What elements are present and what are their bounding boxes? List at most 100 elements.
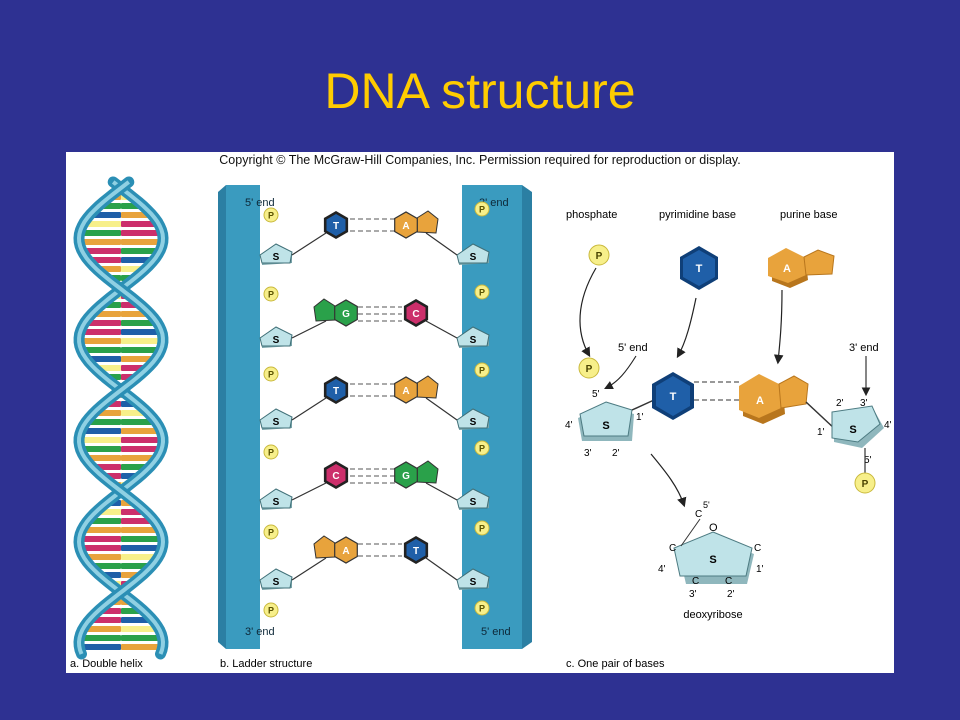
- svg-text:S: S: [709, 554, 716, 566]
- base-a-ring6: [334, 536, 358, 564]
- deoxyribose-c5-label: 5': [703, 500, 710, 510]
- ladder-left-phosphate: [263, 524, 279, 540]
- left-sugar-c5: 5': [592, 389, 600, 400]
- ladder-left-sugar: [259, 568, 293, 589]
- ladder-right-sugar-letter: S: [470, 497, 477, 508]
- five-end-arrow: [604, 355, 637, 389]
- figure-drawing: 5' end 3' end 3' end 5' end PPPPPPPPPPPP…: [70, 176, 892, 670]
- right-sugar-c1: 1': [817, 427, 825, 438]
- base-c-letter: C: [412, 309, 419, 320]
- ladder-right-phosphate: [474, 201, 490, 217]
- ladder-left-phosphate: [263, 207, 279, 223]
- ladder-right-phosphate: [474, 600, 490, 616]
- left-backbone: [226, 185, 260, 649]
- base-a-ring5: [313, 535, 336, 559]
- helix-base-pair: [121, 338, 163, 344]
- deoxyribose-c3-label: 3': [689, 589, 697, 600]
- helix-base-pair: [82, 248, 121, 254]
- base-a-letter: A: [342, 546, 349, 557]
- base-pair-detail: phosphate pyrimidine base purine base P …: [565, 209, 892, 621]
- svg-text:S: S: [849, 424, 856, 436]
- helix-strand-a-highlight: [76, 180, 166, 655]
- deoxyribose-caption: deoxyribose: [683, 609, 742, 621]
- ladder-left-phosphate-letter: P: [268, 528, 274, 538]
- helix-base-pair: [80, 428, 121, 434]
- ladder-left-phosphate: [263, 444, 279, 460]
- deoxyribose-arrow: [650, 453, 687, 508]
- helix-base-pair: [121, 230, 163, 236]
- ladder-left-sugar: [259, 243, 293, 264]
- ladder-right-phosphate: [474, 440, 490, 456]
- helix-base-pair: [121, 626, 160, 632]
- helix-base-pair: [84, 320, 121, 326]
- helix-base-pair: [121, 536, 163, 542]
- ladder-left-phosphate-letter: P: [268, 448, 274, 458]
- left-sugar-c3: 3': [584, 448, 592, 459]
- ladder-right-sugar-letter: S: [470, 417, 477, 428]
- helix-base-pair: [83, 221, 121, 227]
- base-t-letter: T: [333, 386, 339, 397]
- ladder-right-bond: [425, 557, 458, 581]
- ladder-right-phosphate: [474, 520, 490, 536]
- ladder-left-sugar: [259, 488, 293, 509]
- free-pyrimidine-base: T: [680, 246, 718, 290]
- helix-base-pair: [79, 635, 121, 641]
- deoxyribose-c2-label: 2': [727, 589, 735, 600]
- base-a-ring5: [416, 210, 439, 234]
- ladder-right-phosphate-letter: P: [479, 205, 485, 215]
- helix-base-pair: [121, 644, 163, 650]
- helix-base-pair: [79, 644, 121, 650]
- ladder-left-phosphate: [263, 366, 279, 382]
- right-sugar-c4: 4': [884, 420, 892, 431]
- ladder-right-phosphate-letter: P: [479, 604, 485, 614]
- ladder-rung: S S T A: [259, 210, 490, 265]
- ladder-right-bond: [425, 397, 458, 421]
- ladder-left-bond: [291, 482, 327, 501]
- helix-base-pair: [121, 455, 158, 461]
- base-g-ring6: [394, 461, 418, 489]
- base-a-ring6: [394, 376, 418, 404]
- pair-three-end-label: 3' end: [849, 342, 879, 354]
- pair-left-sugar: S: [578, 401, 634, 441]
- double-helix: [73, 176, 169, 660]
- helix-base-pair: [121, 437, 163, 443]
- left-backbone-side: [218, 185, 226, 649]
- deoxyribose-c5-carbon: C: [695, 509, 702, 520]
- ladder-right-phosphate: [474, 284, 490, 300]
- ladder-left-sugar-letter: S: [273, 252, 280, 263]
- helix-base-pair: [121, 356, 156, 362]
- ladder-left-phosphate-letter: P: [268, 370, 274, 380]
- pyrimidine-arrow: [676, 297, 697, 359]
- ladder-right-sugar: [456, 243, 490, 264]
- deoxyribose-ring: S: [673, 531, 754, 584]
- deoxyribose-c1-label: 1': [756, 564, 764, 575]
- ladder-structure: 5' end 3' end 3' end 5' end PPPPPPPPPPPP…: [218, 185, 532, 649]
- right-sugar-c2: 2': [836, 398, 844, 409]
- svg-text:S: S: [602, 420, 609, 432]
- helix-base-pair: [79, 338, 121, 344]
- base-t-letter: T: [333, 221, 339, 232]
- svg-text:T: T: [696, 263, 703, 275]
- helix-base-pair: [79, 437, 121, 443]
- ladder-left-sugar-letter: S: [273, 497, 280, 508]
- ladder-right-phosphate-letter: P: [479, 288, 485, 298]
- ladder-right-sugar: [456, 568, 490, 589]
- base-g-ring5: [416, 460, 439, 484]
- ladder-left-bond: [291, 557, 327, 581]
- base-a-letter: A: [402, 221, 409, 232]
- svg-text:P: P: [586, 364, 593, 375]
- base-t-letter: T: [413, 546, 419, 557]
- ladder-right-sugar-letter: S: [470, 252, 477, 263]
- helix-base-pair: [80, 329, 121, 335]
- ladder-left-bottom-label: 3' end: [245, 626, 275, 638]
- base-a-ring6: [394, 211, 418, 239]
- base-c-body: [326, 464, 346, 486]
- helix-base-pair: [79, 230, 121, 236]
- helix-base-pair: [81, 347, 121, 353]
- pyrimidine-base-label: pyrimidine base: [659, 209, 736, 221]
- base-g-letter: G: [402, 471, 410, 482]
- right-backbone-side: [522, 185, 532, 649]
- svg-text:P: P: [862, 479, 869, 490]
- helix-base-pair: [121, 248, 160, 254]
